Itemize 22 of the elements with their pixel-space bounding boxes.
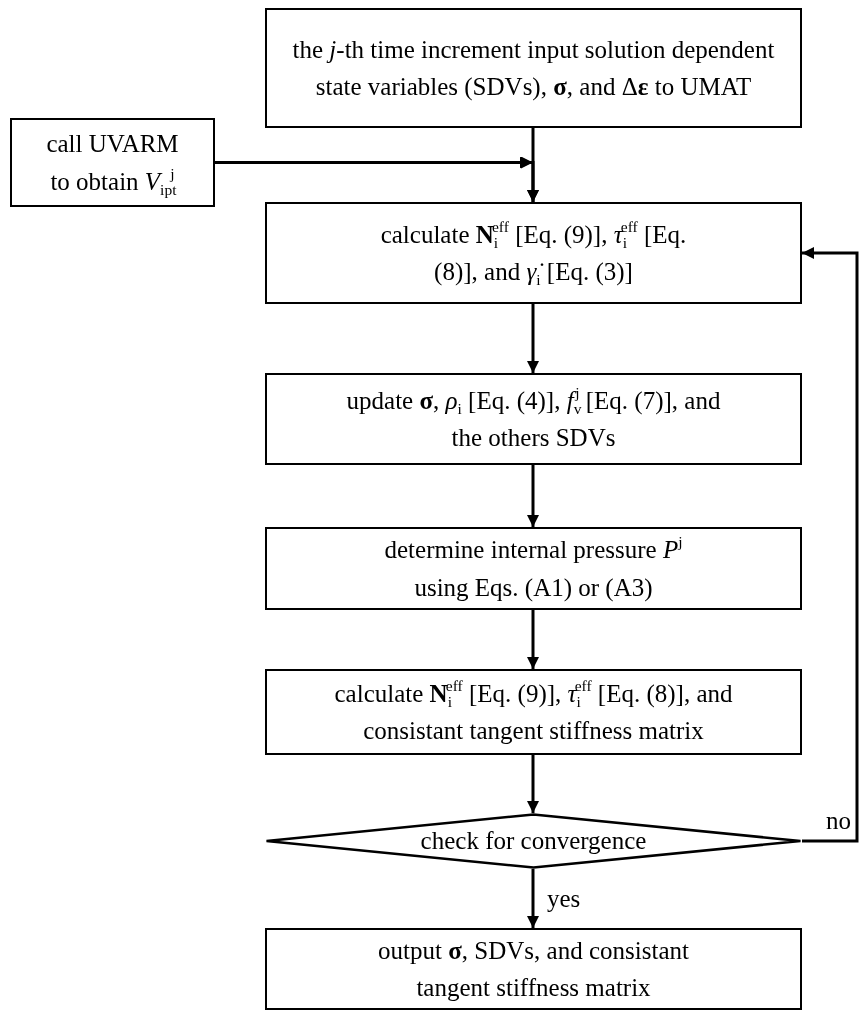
- process-box: [265, 669, 802, 755]
- decision-diamond: [265, 813, 802, 869]
- step-text: output σ, SDVs, and consistant tangent stiffness matrix: [377, 935, 690, 1003]
- arrow: [215, 157, 539, 202]
- arrow: [527, 869, 539, 928]
- step-text: update σ, ρ$_{i}$ [Eq. (4)], f$_{v}$$^{j}$ [Eq. (7)], and the others SDVs: [345, 382, 722, 453]
- process-box: [265, 202, 802, 304]
- arrow: [527, 304, 539, 373]
- process-box: [265, 8, 802, 128]
- step-text: calculate N$_{i}$$^{eff}$ [Eq. (9)], τ$_{i}$$^{eff}$ [Eq. (8)], and consistant tangent stiffness matrix: [333, 675, 734, 746]
- process-box: [265, 527, 802, 610]
- step-text: calculate N$_{i}$$^{eff}$ [Eq. (9)], τ$_{i}$$^{eff}$ [Eq. (8)], and γ̇$_{i}$ [Eq. (3)]: [379, 216, 688, 290]
- step-text: determine internal pressure P$^{j}$ using Eqs. (A1) or (A3): [383, 532, 684, 604]
- process-box: [10, 118, 215, 207]
- process-box: [265, 928, 802, 1010]
- arrow: [802, 247, 859, 843]
- process-box: [265, 373, 802, 465]
- arrow: [527, 610, 539, 669]
- arrow: [527, 465, 539, 527]
- step-text: check for convergence: [420, 826, 647, 857]
- arrow: [527, 755, 539, 813]
- step-text: the j-th time increment input solution dependent state variables (SDVs), σ, and Δε to UMAT: [291, 34, 776, 103]
